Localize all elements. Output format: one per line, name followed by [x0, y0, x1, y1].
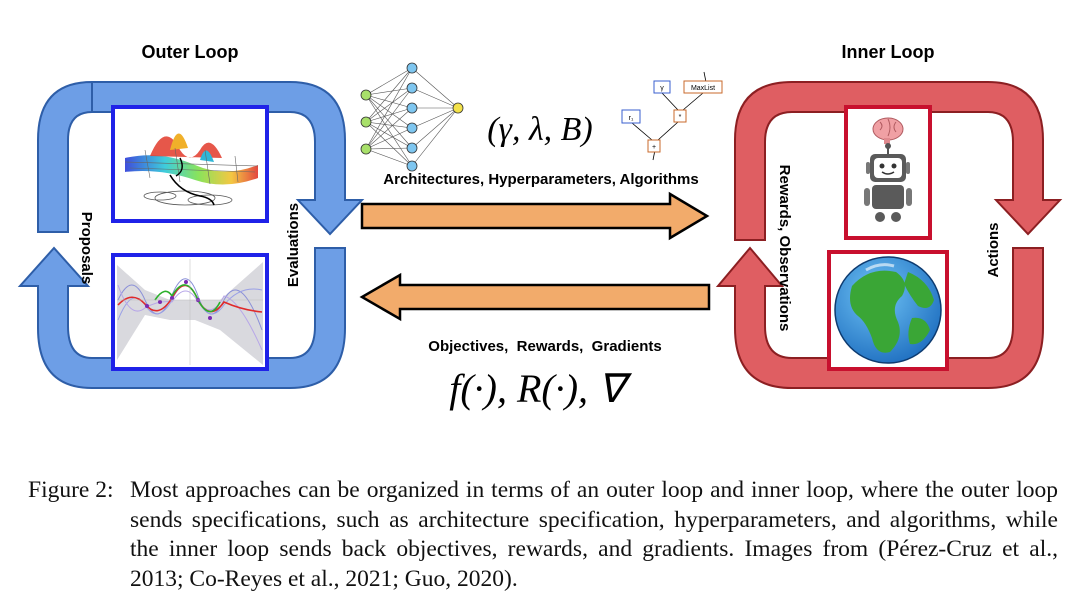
tree-node-add: +: [652, 144, 656, 151]
loops-diagram: Outer Loop Proposals Evaluations: [17, 42, 1063, 411]
neural-network-icon: [360, 62, 464, 172]
backward-arrow: [359, 272, 711, 322]
evaluations-label: Evaluations: [285, 203, 302, 287]
actions-label: Actions: [985, 222, 1002, 277]
nn-edge: [365, 148, 413, 167]
nn-edge: [411, 67, 459, 109]
backward-arrow-label: Objectives, Rewards, Gradients: [428, 338, 661, 355]
caption-label: Figure 2:: [28, 477, 114, 503]
surface-plot-image: [111, 105, 269, 223]
nn-edge: [365, 121, 413, 167]
outer-loop-title: Outer Loop: [142, 42, 239, 62]
caption-text: Most approaches can be organized in term…: [130, 477, 1058, 592]
tree-node-gamma: γ: [660, 85, 664, 92]
nn-edge: [365, 67, 413, 150]
nn-edge: [365, 127, 413, 150]
nn-edge: [365, 121, 413, 129]
robot-icon: [864, 143, 912, 222]
outer-loop-top-arc: [91, 81, 365, 236]
inner-loop: Inner Loop Rewards, Observations Actions: [715, 42, 1063, 389]
tree-node-mul: *: [679, 114, 682, 121]
nn-edge: [411, 87, 459, 109]
backward-arrow-group: Objectives, Rewards, Gradients f(·), R(·…: [359, 272, 711, 411]
nn-edge: [365, 87, 413, 150]
nn-edge: [411, 107, 459, 149]
forward-arrow-label: Architectures, Hyperparameters, Algorith…: [383, 171, 698, 188]
hyperparameter-math: (γ, λ, B): [487, 111, 593, 148]
tree-node-maxlist: MaxList: [691, 85, 715, 92]
outer-loop: Outer Loop Proposals Evaluations: [17, 42, 365, 389]
nn-edge: [365, 94, 413, 109]
nn-edge: [365, 67, 413, 96]
nn-edge: [365, 87, 413, 96]
outer-loop-left-top: [37, 80, 93, 233]
earth-icon: [834, 256, 942, 364]
nn-edge: [365, 87, 413, 123]
nn-edge: [365, 107, 413, 150]
nn-edge: [365, 67, 413, 123]
rewards-observations-label: Rewards, Observations: [776, 165, 793, 332]
brain-icon: [872, 117, 904, 144]
forward-arrow-group: (γ, λ, B) r₁ γ MaxList * + Architectures…: [360, 62, 723, 241]
nn-edge: [365, 94, 413, 149]
figure-caption: Figure 2: Most approaches can be organiz…: [28, 476, 1058, 594]
forward-arrow: [360, 191, 710, 241]
nn-edge: [411, 107, 459, 167]
earth-environment-image: [827, 250, 949, 371]
nn-edge: [365, 94, 413, 167]
nn-edge: [365, 94, 413, 129]
nn-edge: [365, 147, 413, 150]
proposals-label: Proposals: [78, 212, 95, 285]
gaussian-process-image: [111, 253, 269, 371]
objective-math: f(·), R(·), ∇: [449, 366, 633, 411]
nn-edge: [365, 107, 413, 123]
nn-edge: [411, 107, 459, 129]
nn-edge: [365, 121, 413, 149]
inner-loop-top-arc: [734, 81, 1063, 241]
program-tree-icon: r₁ γ MaxList * +: [621, 71, 723, 161]
inner-loop-title: Inner Loop: [842, 42, 935, 62]
tree-node-r1: r₁: [629, 115, 634, 122]
robot-agent-image: [844, 105, 932, 240]
